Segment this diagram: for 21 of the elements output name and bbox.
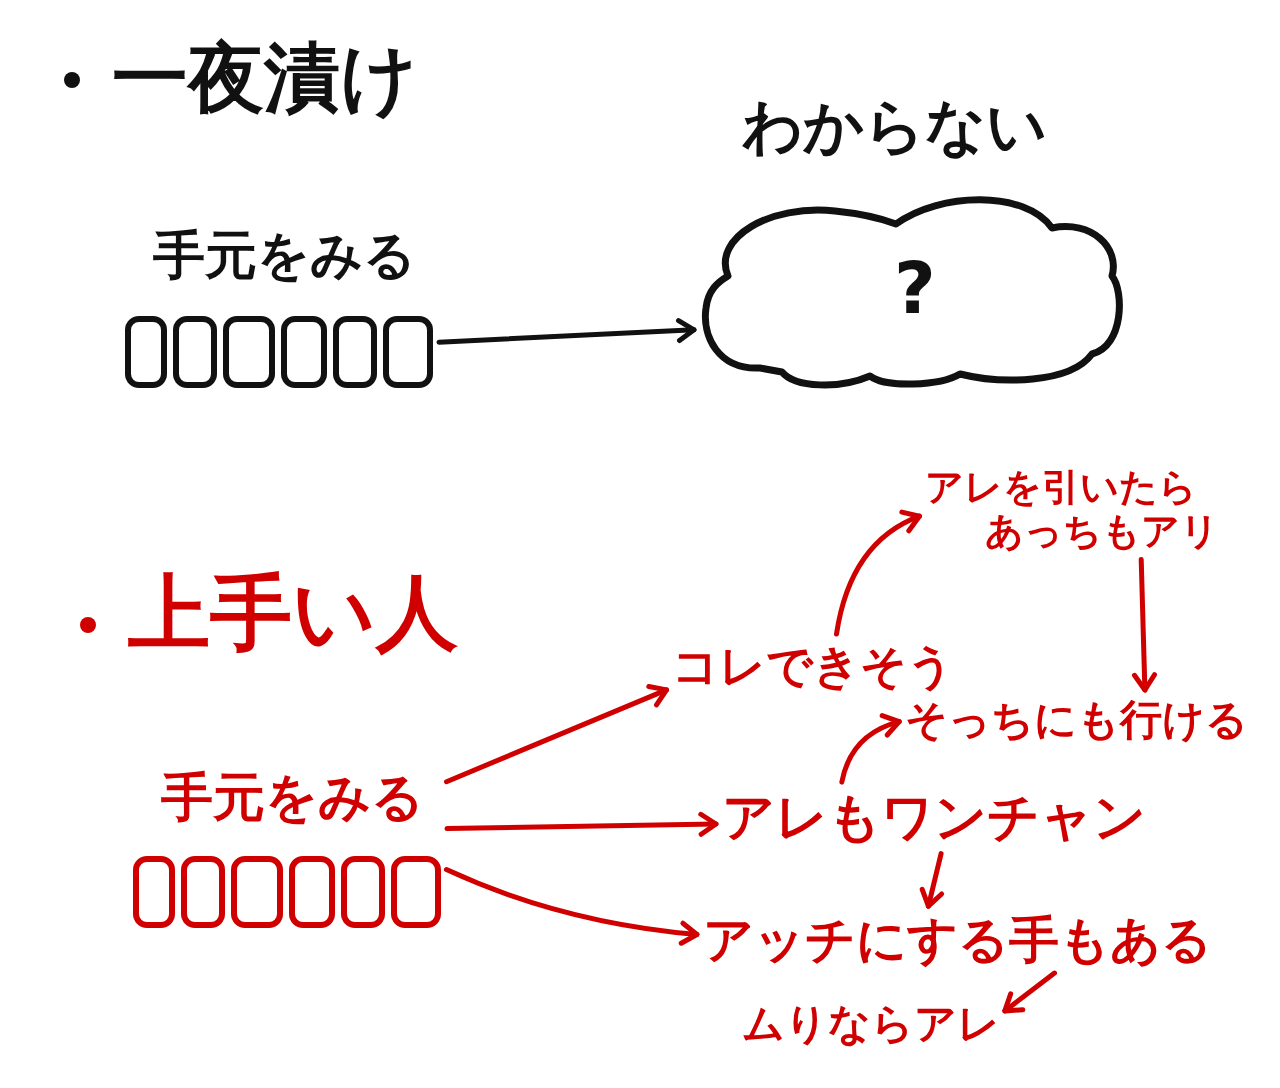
- hand-caption: 手元をみる: [153, 226, 416, 286]
- note-text: アッチにする手もある: [703, 912, 1212, 970]
- arrow: [919, 851, 945, 909]
- hand-caption: 手元をみる: [161, 768, 424, 828]
- section-heading: 上手い人: [128, 566, 458, 661]
- note-text: アレを引いたらあっちもアリ: [925, 466, 1220, 554]
- arrow: [839, 713, 902, 785]
- arrow: [834, 510, 922, 637]
- note-text: そっちにも行ける: [905, 696, 1248, 745]
- note-text: アレもワンチャン: [722, 788, 1146, 848]
- arrow: [444, 683, 669, 785]
- arrow: [1132, 556, 1157, 693]
- arrow: [1002, 970, 1057, 1014]
- question-mark: ?: [894, 247, 936, 330]
- arrow: [444, 811, 719, 837]
- section-heading: 一夜漬け: [112, 34, 418, 122]
- arrow: [436, 318, 697, 345]
- note-text: ムりならアレ: [742, 1000, 1000, 1049]
- cloud-caption: わからない: [742, 92, 1047, 161]
- arrow: [443, 867, 700, 946]
- note-text: コレできそう: [672, 640, 954, 693]
